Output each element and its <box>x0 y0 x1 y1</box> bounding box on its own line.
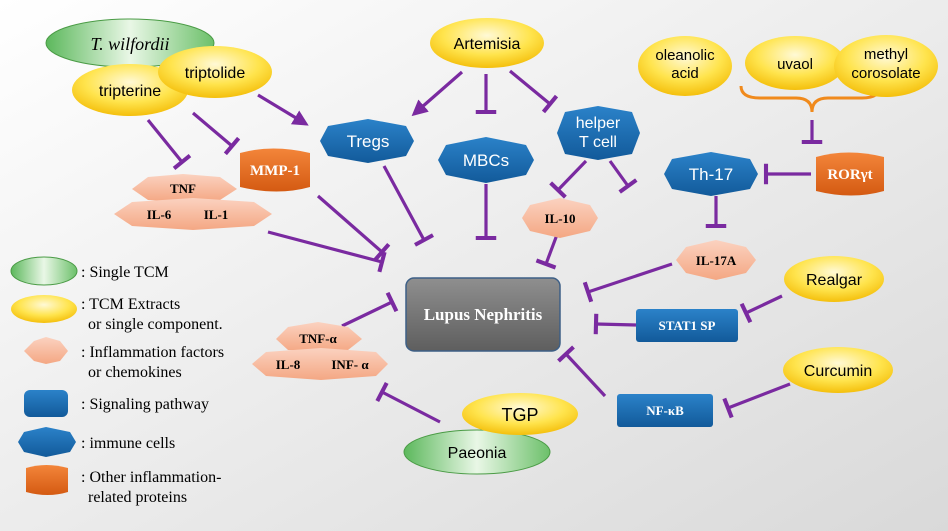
legend: : Single TCM : TCM Extracts or single co… <box>10 256 224 506</box>
node-mmp1: MMP-1 <box>240 148 310 192</box>
edges <box>146 69 823 424</box>
legend-tcm-extracts: : TCM Extracts or single component. <box>11 295 223 333</box>
tgp-label: TGP <box>501 405 538 425</box>
edge-artemisia-helper <box>508 69 559 114</box>
edge-il17a-lupus <box>582 262 673 303</box>
node-tgp: TGP <box>462 393 578 435</box>
node-artemisia: Artemisia <box>430 18 544 68</box>
node-nfkb: NF-κB <box>617 394 713 427</box>
node-curcumin: Curcumin <box>783 347 893 393</box>
mmp1-label: MMP-1 <box>250 163 300 179</box>
legend-signaling: : Signaling pathway <box>24 390 209 417</box>
helper-label-2: T cell <box>579 134 617 151</box>
triptolide-label: triptolide <box>185 65 246 82</box>
th17-label: Th-17 <box>689 165 733 184</box>
edge-tregs-lupus <box>382 165 434 247</box>
tnf-label: TNF <box>170 181 196 196</box>
tregs-label: Tregs <box>347 132 390 151</box>
edge-realgar-stat1 <box>739 294 783 324</box>
edge-tripterine-mmp1 <box>191 111 241 156</box>
node-realgar: Realgar <box>784 256 884 302</box>
edge-stat1-lupus <box>593 313 637 335</box>
edge-mmp1-lupus <box>316 194 391 262</box>
edge-helper-il10 <box>549 159 588 199</box>
node-il10: IL-10 <box>522 198 598 238</box>
stat1-label: STAT1 SP <box>659 318 716 333</box>
legend-signaling-label: : Signaling pathway <box>81 396 209 413</box>
nfkb-label: NF-κB <box>646 403 684 418</box>
oleanolic-label-1: oleanolic <box>655 47 715 64</box>
node-oleanolic-acid: oleanolic acid <box>638 36 732 96</box>
node-mbcs: MBCs <box>438 137 534 183</box>
legend-immune-label: : immune cells <box>81 435 175 452</box>
mbcs-label: MBCs <box>463 151 509 170</box>
t-wilfordii-label: T. wilfordii <box>90 34 169 54</box>
edge-triptolide-tregs <box>257 93 309 126</box>
node-stat1: STAT1 SP <box>636 309 738 342</box>
realgar-label: Realgar <box>806 272 863 289</box>
edge-inflam1-lupus <box>267 230 387 273</box>
edge-curcumin-nfkb <box>722 382 791 419</box>
edge-artemisia-tregs <box>411 70 464 117</box>
legend-inflammation: : Inflammation factors or chemokines <box>24 337 224 381</box>
node-il17a: IL-17A <box>676 240 756 280</box>
node-th17: Th-17 <box>664 152 758 196</box>
lupus-label: Lupus Nephritis <box>424 305 543 324</box>
methyl-label-1: methyl <box>864 46 908 63</box>
node-helper-t-cell: helper T cell <box>557 106 640 160</box>
edge-inflam2-lupus <box>341 291 399 328</box>
legend-inflammation-label-2: or chemokines <box>88 364 182 381</box>
legend-immune: : immune cells <box>18 427 175 457</box>
legend-single-tcm-label: : Single TCM <box>81 264 169 281</box>
legend-other-label-2: related proteins <box>88 489 187 506</box>
legend-single-tcm: : Single TCM <box>10 256 169 286</box>
node-uvaol: uvaol <box>745 36 845 90</box>
node-lupus-nephritis: Lupus Nephritis <box>405 277 561 352</box>
edge-tripterine-tnf <box>146 118 192 171</box>
node-tripterine: tripterine <box>72 64 188 116</box>
node-inflammation-group-2: TNF-α IL-8 INF- α <box>252 322 388 380</box>
artemisia-label: Artemisia <box>454 36 521 53</box>
rorgt-label: RORγt <box>827 167 872 183</box>
uvaol-label: uvaol <box>777 56 813 73</box>
il6-label: IL-6 <box>147 207 172 222</box>
node-tregs: Tregs <box>320 119 414 163</box>
legend-other-proteins: : Other inflammation- related proteins <box>26 465 221 506</box>
node-methyl-corosolate: methyl corosolate <box>834 35 938 97</box>
edge-helper-th17 <box>608 160 638 194</box>
tnf-alpha-label: TNF-α <box>299 331 337 346</box>
paeonia-label: Paeonia <box>448 445 507 462</box>
il8-label: IL-8 <box>276 357 301 372</box>
legend-inflammation-label-1: : Inflammation factors <box>81 344 224 361</box>
node-paeonia: Paeonia <box>403 429 551 475</box>
inf-alpha-label: INF- α <box>331 357 369 372</box>
node-inflammation-group-1: TNF IL-6 IL-1 <box>114 174 272 230</box>
legend-tcm-extracts-label-1: : TCM Extracts <box>81 296 180 313</box>
il1-label: IL-1 <box>204 207 229 222</box>
methyl-label-2: corosolate <box>851 65 920 82</box>
node-triptolide: triptolide <box>158 46 272 98</box>
il17a-label: IL-17A <box>696 253 737 268</box>
il10-label: IL-10 <box>544 211 575 226</box>
edge-paeonia-inflam2 <box>375 381 441 424</box>
node-rorgt: RORγt <box>816 152 884 196</box>
helper-label-1: helper <box>576 115 621 132</box>
legend-other-label-1: : Other inflammation- <box>81 469 221 486</box>
edge-il10-lupus <box>535 231 560 270</box>
tripterine-label: tripterine <box>99 83 161 100</box>
legend-tcm-extracts-label-2: or single component. <box>88 316 223 333</box>
curcumin-label: Curcumin <box>804 363 872 380</box>
oleanolic-label-2: acid <box>671 65 699 82</box>
component-bracket <box>739 85 882 113</box>
edge-nfkb-lupus <box>557 345 607 398</box>
